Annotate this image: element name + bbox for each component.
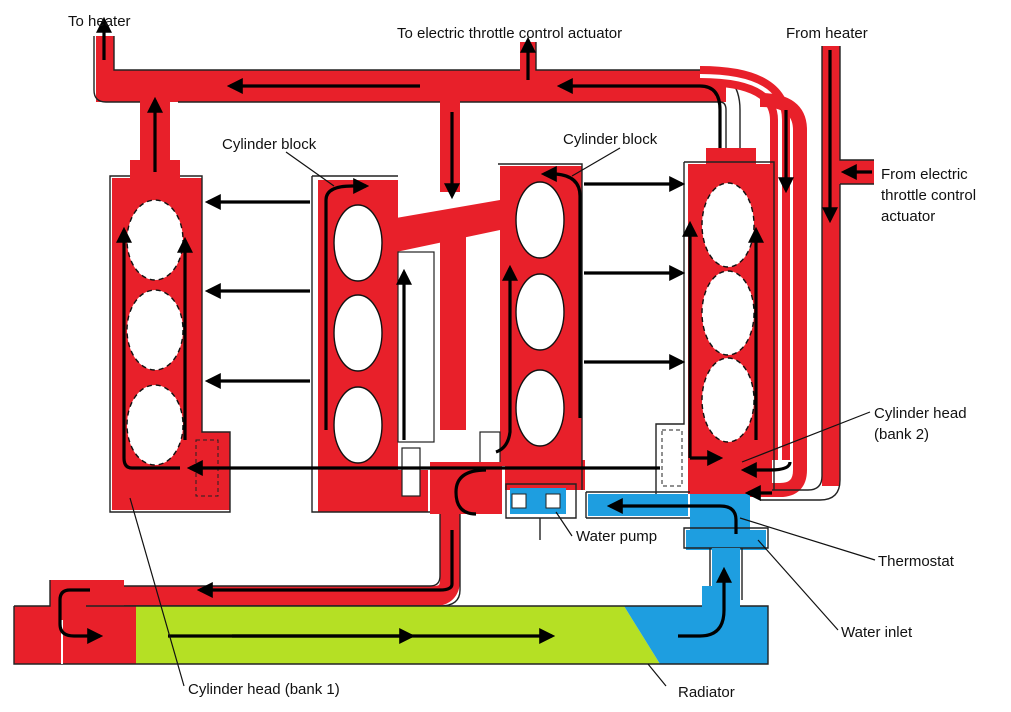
cylinder-bore-bank2-1 — [701, 182, 755, 268]
cylinder-bore-left-2 — [333, 294, 383, 372]
label-water-pump: Water pump — [576, 528, 657, 545]
label-radiator: Radiator — [678, 684, 735, 701]
flow-arrows — [58, 16, 872, 644]
label-thermostat: Thermostat — [878, 553, 955, 570]
top-coolant-pipe — [93, 36, 741, 192]
flow-arrow — [58, 588, 104, 644]
water-pump — [505, 483, 577, 540]
label-from-etc-actuator-1: From electric — [881, 166, 968, 183]
cylinder-bore-right-2 — [515, 273, 565, 351]
leader-cylinder-block-left — [285, 151, 335, 187]
leader-water-inlet — [757, 539, 839, 631]
cylinder-bore-bank1-2 — [126, 289, 184, 371]
cylinder-head-bank1 — [109, 160, 231, 513]
label-cylinder-head-bank2-1: Cylinder head — [874, 405, 967, 422]
cylinder-bore-bank2-2 — [701, 270, 755, 356]
leader-lines — [129, 147, 876, 687]
flow-arrow — [699, 84, 722, 148]
label-cylinder-head-bank2-2: (bank 2) — [874, 426, 929, 443]
flow-arrow — [116, 226, 180, 470]
label-from-heater: From heater — [786, 25, 868, 42]
label-from-etc-actuator-2: throttle control — [881, 187, 976, 204]
cylinder-bore-right-1 — [515, 181, 565, 259]
flow-arrow — [678, 566, 732, 638]
flow-arrow — [606, 498, 738, 534]
leader-thermostat — [739, 517, 876, 561]
label-water-inlet: Water inlet — [841, 624, 913, 641]
label-cylinder-block-left: Cylinder block — [222, 136, 317, 153]
flow-arrow — [540, 166, 582, 418]
flow-arrow — [196, 530, 454, 598]
leader-radiator — [647, 663, 667, 687]
cylinder-bore-left-3 — [333, 386, 383, 464]
leader-cylinder-head-bank2 — [741, 411, 871, 463]
label-cylinder-head-bank1: Cylinder head (bank 1) — [188, 681, 340, 698]
leader-cylinder-block-right — [571, 147, 621, 177]
cylinder-block-left — [311, 175, 500, 513]
cylinder-block-right — [430, 163, 585, 514]
cylinder-bore-bank1-1 — [126, 199, 184, 281]
cylinder-bore-bank1-3 — [126, 384, 184, 466]
label-from-etc-actuator-3: actuator — [881, 208, 935, 225]
cylinder-bore-left-1 — [333, 204, 383, 282]
cylinder-bore-bank2-3 — [701, 357, 755, 443]
label-to-etc-actuator: To electric throttle control actuator — [397, 25, 622, 42]
label-to-heater: To heater — [68, 13, 131, 30]
thermostat-housing — [683, 494, 769, 600]
flow-arrow — [454, 468, 487, 516]
labels: To heater To electric throttle control a… — [68, 13, 976, 701]
right-loop-pipe — [699, 66, 807, 497]
cylinder-head-bank2 — [655, 148, 775, 494]
leader-cylinder-head-bank1 — [129, 497, 185, 687]
leader-water-pump — [555, 511, 573, 537]
flow-arrow — [324, 178, 370, 430]
label-cylinder-block-right: Cylinder block — [563, 131, 658, 148]
flow-arrow — [495, 264, 518, 454]
flow-arrow — [740, 461, 792, 478]
cylinder-bore-right-3 — [515, 369, 565, 447]
